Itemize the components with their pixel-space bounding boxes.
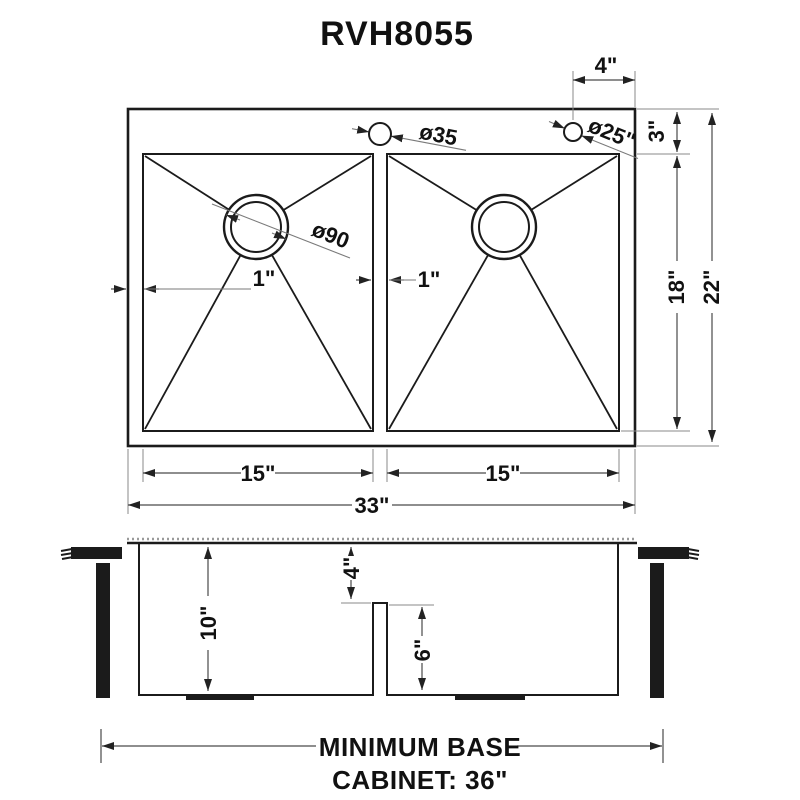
left-counter-section xyxy=(60,547,122,698)
dimension-label-4in-side: 4" xyxy=(339,557,364,580)
cabinet-dimension: MINIMUM BASE CABINET: 36" xyxy=(100,729,664,795)
right-bowl xyxy=(386,153,620,432)
break-mark xyxy=(61,556,74,560)
cabinet-wall xyxy=(650,563,664,698)
drawing-title: RVH8055 xyxy=(320,15,474,53)
dimension-left-bowl-width: 15" xyxy=(143,461,373,486)
leader-arrow xyxy=(271,230,287,240)
leader-line xyxy=(581,135,639,160)
leader-arrow xyxy=(225,214,241,223)
left-drain-inner xyxy=(230,201,282,253)
break-mark xyxy=(687,548,700,552)
dimension-label-divider-1in: 1" xyxy=(418,267,441,292)
sink-cross-section xyxy=(138,543,619,696)
accessory-hole xyxy=(563,122,583,142)
left-bowl xyxy=(142,153,374,432)
dimension-label-3in: 3" xyxy=(644,120,669,143)
label-mask xyxy=(241,462,275,484)
label-mask xyxy=(352,494,392,516)
top-view: ø90 ø35 ø25" 4" 3" xyxy=(111,53,724,518)
accessory-hole-callout: ø25" xyxy=(548,112,639,160)
faucet-hole-callout: ø35 xyxy=(351,119,467,151)
dimension-label-rim-1in: 1" xyxy=(253,266,276,291)
crease-line xyxy=(255,226,372,430)
leader-arrow xyxy=(351,125,370,134)
dimension-faucet-offset-y: 3" xyxy=(644,112,681,152)
dimension-divider-offset: 4" xyxy=(339,547,371,604)
dimension-label-33in: 33" xyxy=(355,493,390,518)
side-view: 10" 4" 6" xyxy=(60,537,700,700)
label-mask xyxy=(698,261,724,313)
leader-line xyxy=(390,134,467,151)
dimension-label-4in: 4" xyxy=(595,53,618,78)
dimension-overall-width: 33" xyxy=(128,493,635,518)
bowl-crease-lines xyxy=(144,155,618,430)
crease-line xyxy=(144,226,257,430)
dimension-label-22in: 22" xyxy=(699,270,724,305)
sink-outer-rim xyxy=(126,107,637,448)
faucet-hole xyxy=(368,122,392,146)
left-drain-fitting xyxy=(186,694,254,700)
right-drain-fitting xyxy=(455,694,525,700)
dimension-label-6in: 6" xyxy=(410,639,435,662)
leader-arrow xyxy=(548,119,566,129)
label-mask xyxy=(663,261,689,313)
dimension-bowl-depth-side: 10" xyxy=(196,547,221,691)
dimension-label-10in: 10" xyxy=(196,606,221,641)
right-drain-inner xyxy=(478,201,530,253)
dimension-bowl-depth: 18" xyxy=(663,156,689,429)
dimension-faucet-offset-x: 4" xyxy=(572,53,636,120)
dimension-label-15in-right: 15" xyxy=(486,461,521,486)
break-mark xyxy=(686,556,699,560)
dimension-right-bowl-width: 15" xyxy=(387,461,619,486)
cabinet-wall xyxy=(96,563,110,698)
dimension-label-18in: 18" xyxy=(664,270,689,305)
break-mark xyxy=(60,548,73,552)
break-mark xyxy=(686,552,700,556)
break-mark xyxy=(60,552,74,556)
label-mask xyxy=(196,596,221,650)
label-mask xyxy=(486,462,520,484)
counter-edge xyxy=(638,547,689,559)
right-counter-section xyxy=(638,547,700,698)
right-extension-lines xyxy=(621,108,719,447)
dimension-label-15in-left: 15" xyxy=(241,461,276,486)
cabinet-note-line1: MINIMUM BASE xyxy=(319,732,521,762)
crease-line xyxy=(503,226,618,430)
dimension-divider: 1" xyxy=(356,267,440,292)
crease-line xyxy=(388,226,505,430)
label-mask xyxy=(339,556,364,580)
cabinet-note-line2: CABINET: 36" xyxy=(332,765,508,795)
dimension-overall-depth: 22" xyxy=(698,113,724,442)
label-mask xyxy=(410,636,435,663)
faucet-hole-label: ø35 xyxy=(417,119,459,151)
drain-diameter-label: ø90 xyxy=(309,216,353,253)
counter-edge xyxy=(71,547,122,559)
dimension-divider-height: 6" xyxy=(389,604,435,690)
dimension-left-rim: 1" xyxy=(111,266,276,293)
